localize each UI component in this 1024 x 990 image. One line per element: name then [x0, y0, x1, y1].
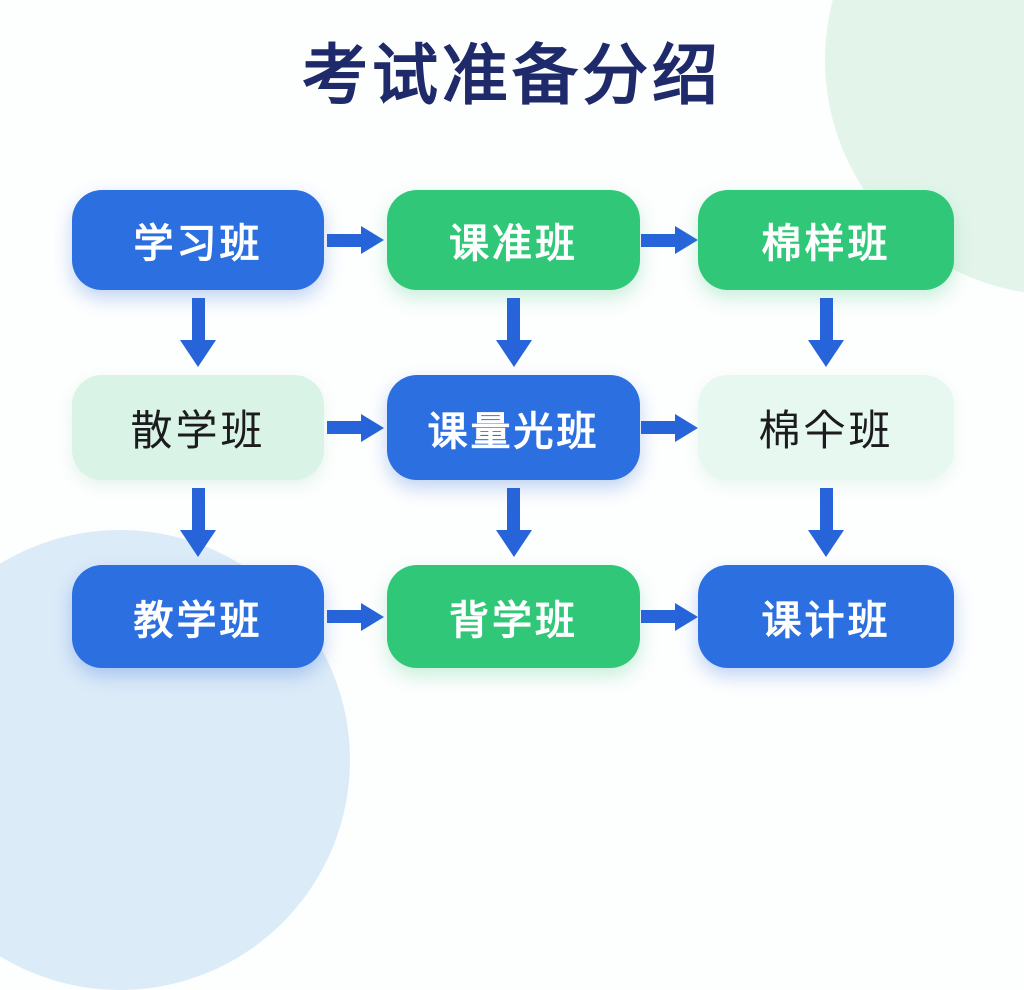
- arrow-right-icon: [640, 602, 698, 631]
- arrow-right-icon: [327, 226, 384, 254]
- flow-node-keliangguangban: 课量光班: [387, 375, 640, 480]
- flow-node-label: 课准班: [449, 222, 578, 266]
- flow-node-label: 课计班: [761, 598, 891, 643]
- arrow-right-icon: [640, 413, 698, 442]
- spacer: [324, 480, 387, 565]
- spacer: [324, 290, 387, 375]
- flow-node-kezhunban: 课准班: [387, 190, 640, 290]
- flow-node-label: 棉样班: [761, 222, 891, 266]
- flow-node-jiaoxueban: 教学班: [72, 565, 324, 668]
- arrow-right-icon: [327, 413, 384, 442]
- flow-node-label: 课量光班: [427, 409, 600, 454]
- arrow-down-icon: [495, 488, 532, 557]
- arrow-down-icon: [495, 298, 532, 367]
- flow-node-xuexiban: 学习班: [72, 190, 324, 290]
- spacer: [640, 290, 698, 375]
- flow-node-kejiban: 课计班: [698, 565, 954, 668]
- arrow-down-icon: [808, 298, 844, 367]
- spacer: [640, 480, 698, 565]
- flow-node-mianquanban: 棉仐班: [698, 375, 954, 480]
- flow-node-beixueban: 背学班: [387, 565, 640, 668]
- flowchart: 学习班 课准班 棉样班 散学班 课量光班 棉仐班 教学班 背学班 课计班: [72, 190, 954, 668]
- flow-node-sanxueban: 散学班: [72, 375, 324, 480]
- arrow-right-icon: [640, 226, 698, 254]
- page-title: 考试准备分绍: [302, 38, 722, 112]
- arrow-down-icon: [180, 488, 216, 557]
- flow-node-label: 散学班: [130, 407, 266, 454]
- flow-node-label: 棉仐班: [758, 407, 894, 454]
- arrow-down-icon: [808, 488, 844, 557]
- flow-node-label: 学习班: [133, 222, 263, 266]
- arrow-down-icon: [180, 298, 216, 367]
- flow-node-label: 教学班: [133, 598, 263, 643]
- flow-node-mianyangban: 棉样班: [698, 190, 954, 290]
- arrow-right-icon: [327, 602, 384, 631]
- flow-node-label: 背学班: [449, 598, 578, 643]
